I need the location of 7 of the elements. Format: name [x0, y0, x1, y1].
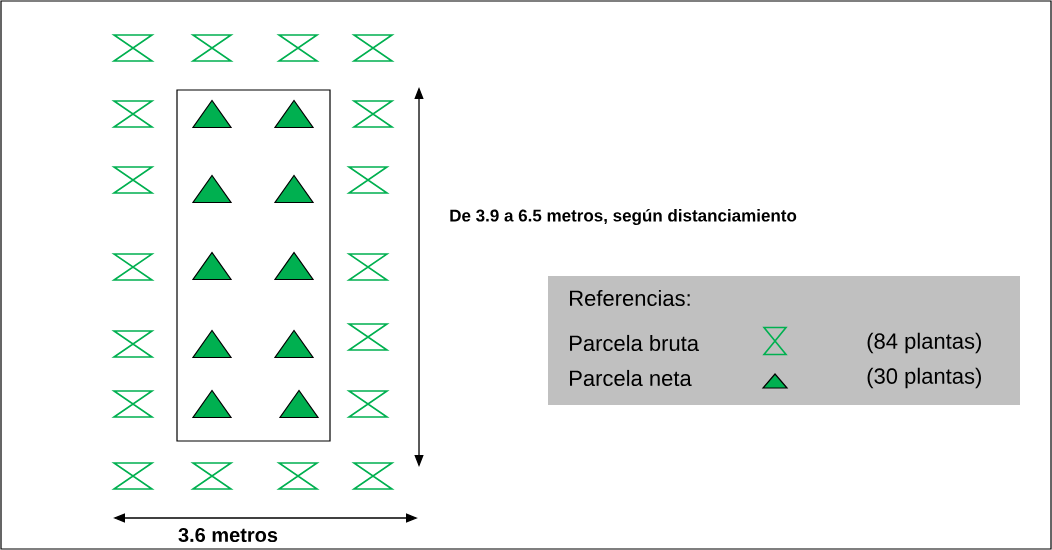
dimension-label: De 3.9 a 6.5 metros, según distanciamiento [450, 208, 797, 226]
dimension-label: 3.6 metros [178, 527, 278, 543]
legend-title: Referencias: [570, 289, 690, 307]
plant-count: (30 plantas) [867, 367, 981, 389]
legend-label: Parcela neta [570, 369, 692, 387]
legend-label: Parcela bruta [570, 334, 699, 352]
plant-count: (84 plantas) [867, 332, 981, 354]
